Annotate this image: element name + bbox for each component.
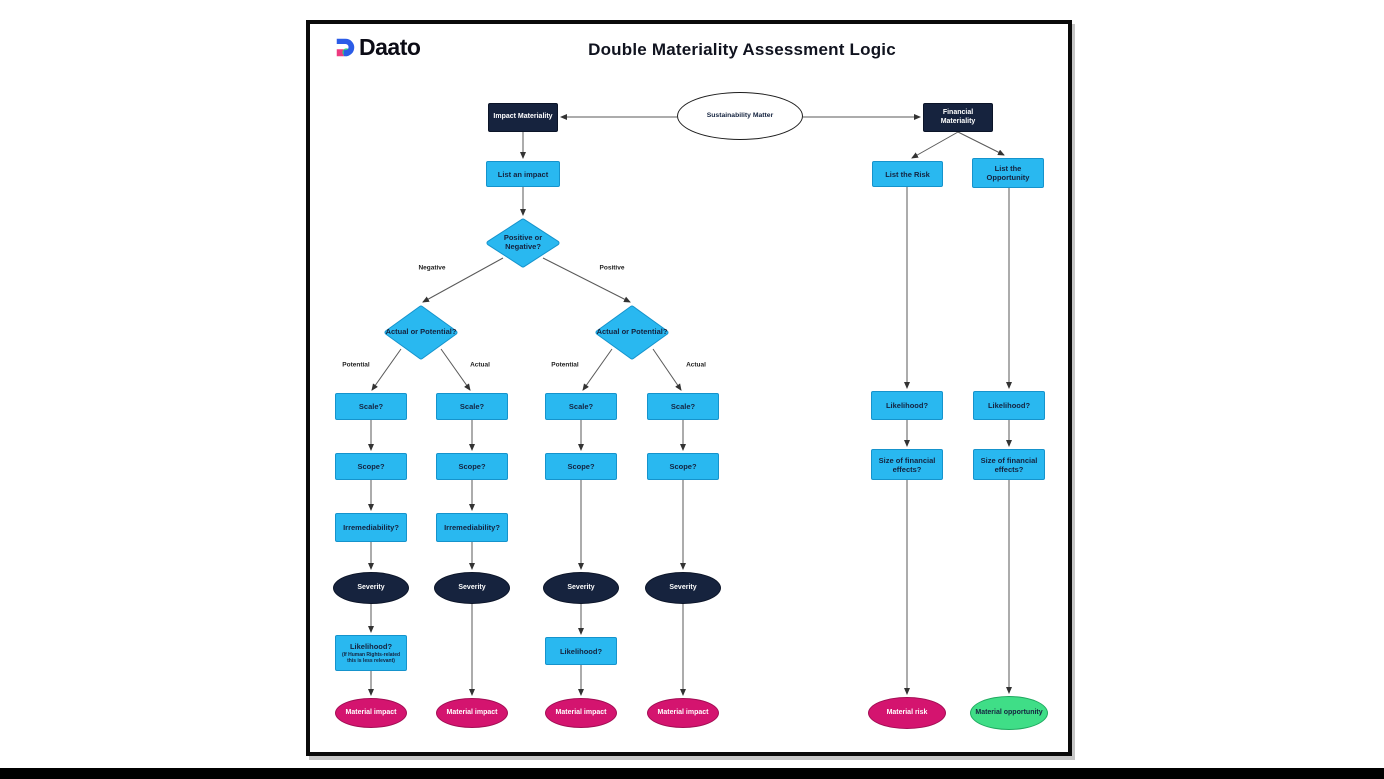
node-label: Irremediability? bbox=[444, 523, 500, 532]
node-label: Material impact bbox=[345, 708, 397, 716]
node-label: List the Opportunity bbox=[986, 164, 1030, 182]
node-label: Size of financial effects? bbox=[980, 455, 1038, 474]
edge-label-positive: Positive bbox=[599, 264, 625, 272]
node-label: Positive or Negative? bbox=[503, 233, 543, 251]
node-label: Actual or Potential? bbox=[596, 327, 668, 337]
node-likelihood-impact-3: Likelihood? bbox=[545, 637, 617, 665]
node-label: Actual or Potential? bbox=[385, 327, 457, 337]
node-label: Severity bbox=[669, 583, 697, 591]
daato-logo-icon bbox=[336, 38, 355, 57]
diagram-canvas: Daato Double Materiality Assessment Logi… bbox=[306, 20, 1072, 756]
page-title: Double Materiality Assessment Logic bbox=[588, 40, 896, 59]
node-label: Scope? bbox=[669, 462, 697, 471]
node-label: Likelihood? bbox=[885, 401, 929, 410]
node-sustainability-matter: Sustainability Matter bbox=[677, 92, 803, 140]
node-list-the-risk: List the Risk bbox=[872, 161, 943, 187]
node-label: Scope? bbox=[567, 462, 595, 471]
node-label: Financial Materiality bbox=[940, 109, 976, 125]
node-scale-3: Scale? bbox=[545, 393, 617, 420]
edge-label-actual: Actual bbox=[470, 361, 490, 369]
node-label: Scope? bbox=[357, 462, 385, 471]
node-label: List an impact bbox=[497, 169, 549, 179]
node-severity-2: Severity bbox=[434, 572, 510, 604]
decision-positive-or-negative: Positive or Negative? bbox=[486, 218, 560, 268]
node-severity-1: Severity bbox=[333, 572, 409, 604]
node-label: Scale? bbox=[459, 402, 485, 411]
node-material-impact-3: Material impact bbox=[545, 698, 617, 728]
edge-label-potential: Potential bbox=[342, 361, 370, 369]
node-label: Size of financial effects? bbox=[878, 455, 936, 474]
node-label: Severity bbox=[458, 583, 486, 591]
edge-label-negative: Negative bbox=[418, 264, 446, 272]
node-severity-3: Severity bbox=[543, 572, 619, 604]
bottom-black-bar bbox=[0, 768, 1384, 779]
node-label: Material opportunity bbox=[975, 708, 1043, 716]
node-label: Severity bbox=[357, 583, 385, 591]
node-list-an-impact: List an impact bbox=[486, 161, 560, 187]
node-note: (If Human Rights-related this is less re… bbox=[341, 651, 401, 664]
node-material-opportunity: Material opportunity bbox=[970, 696, 1048, 730]
edge-label-actual: Actual bbox=[686, 361, 706, 369]
node-material-impact-1: Material impact bbox=[335, 698, 407, 728]
node-scope-2: Scope? bbox=[436, 453, 508, 480]
node-label: Material impact bbox=[657, 708, 709, 716]
node-financial-materiality: Financial Materiality bbox=[923, 103, 993, 132]
node-likelihood-risk: Likelihood? bbox=[871, 391, 943, 420]
node-irremediability-1: Irremediability? bbox=[335, 513, 407, 542]
node-material-impact-2: Material impact bbox=[436, 698, 508, 728]
node-irremediability-2: Irremediability? bbox=[436, 513, 508, 542]
node-label: Severity bbox=[567, 583, 595, 591]
node-label: Scale? bbox=[358, 402, 384, 411]
diamond-shape bbox=[595, 305, 669, 360]
node-label: Impact Materiality bbox=[493, 113, 553, 121]
node-material-risk: Material risk bbox=[868, 697, 946, 729]
node-label: Irremediability? bbox=[343, 523, 399, 532]
node-likelihood-impact-1: Likelihood? (If Human Rights-related thi… bbox=[335, 635, 407, 671]
node-label: Scale? bbox=[568, 402, 594, 411]
node-scale-2: Scale? bbox=[436, 393, 508, 420]
node-scope-4: Scope? bbox=[647, 453, 719, 480]
node-size-financial-effects-opportunity: Size of financial effects? bbox=[973, 449, 1045, 480]
node-likelihood-opportunity: Likelihood? bbox=[973, 391, 1045, 420]
node-label: Likelihood? bbox=[349, 641, 393, 651]
node-list-the-opportunity: List the Opportunity bbox=[972, 158, 1044, 188]
edge-label-potential: Potential bbox=[551, 361, 579, 369]
node-scale-1: Scale? bbox=[335, 393, 407, 420]
node-label: List the Risk bbox=[885, 169, 930, 179]
node-size-financial-effects-risk: Size of financial effects? bbox=[871, 449, 943, 480]
node-label: Scale? bbox=[670, 402, 696, 411]
node-scope-3: Scope? bbox=[545, 453, 617, 480]
flow-connectors bbox=[368, 114, 1012, 696]
decision-actual-or-potential-right: Actual or Potential? bbox=[595, 305, 669, 360]
node-severity-4: Severity bbox=[645, 572, 721, 604]
node-material-impact-4: Material impact bbox=[647, 698, 719, 728]
node-label-group: Likelihood? (If Human Rights-related thi… bbox=[338, 642, 404, 665]
node-label: Material impact bbox=[446, 708, 498, 716]
decision-actual-or-potential-left: Actual or Potential? bbox=[384, 305, 458, 360]
diamond-shape bbox=[486, 218, 560, 268]
node-scale-4: Scale? bbox=[647, 393, 719, 420]
node-label: Material impact bbox=[555, 708, 607, 716]
node-label: Scope? bbox=[458, 462, 486, 471]
node-label: Likelihood? bbox=[987, 401, 1031, 410]
logo-text: Daato bbox=[359, 34, 421, 60]
node-label: Material risk bbox=[886, 708, 928, 716]
node-impact-materiality: Impact Materiality bbox=[488, 103, 558, 132]
node-label: Sustainability Matter bbox=[706, 111, 774, 119]
diamond-shape bbox=[384, 305, 458, 360]
daato-logo: Daato bbox=[335, 34, 421, 61]
node-scope-1: Scope? bbox=[335, 453, 407, 480]
node-label: Likelihood? bbox=[559, 646, 603, 656]
